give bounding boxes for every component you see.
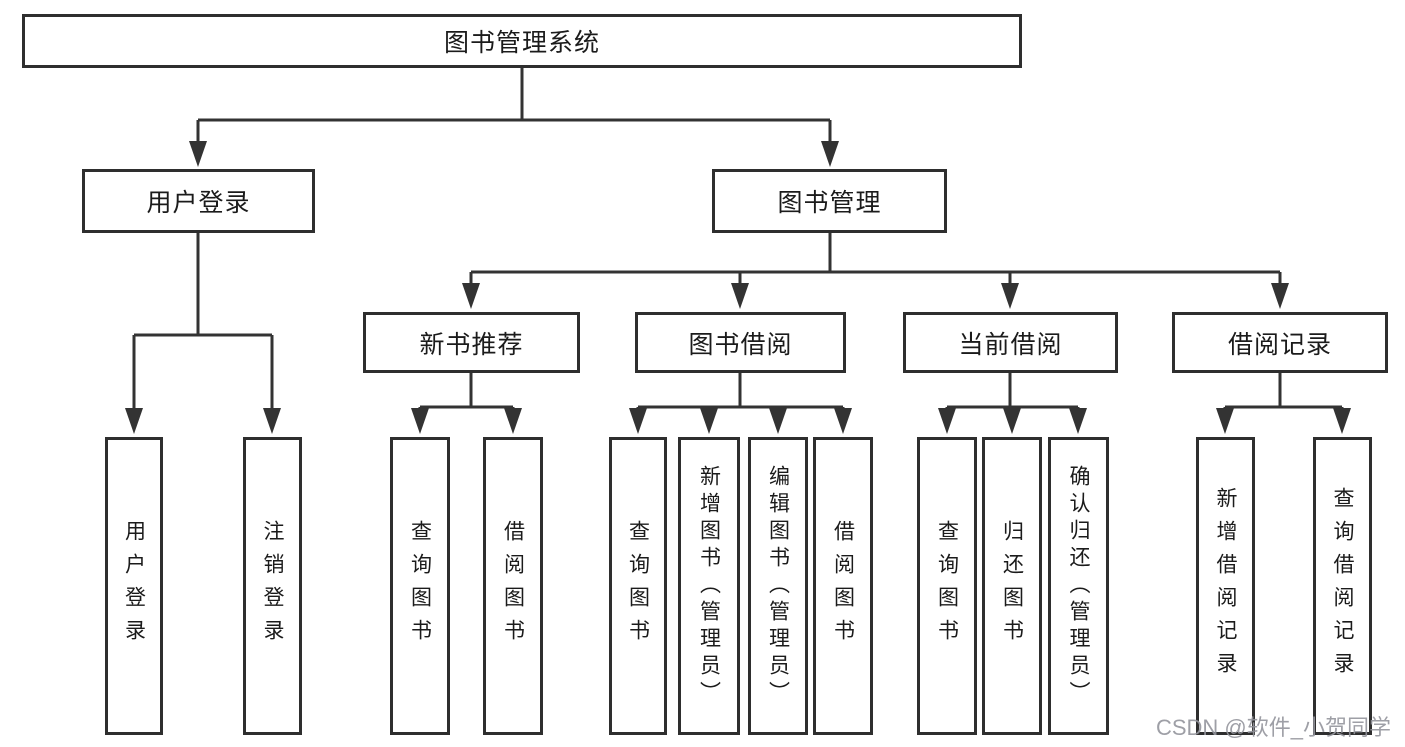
leaf-add-book-admin: 新增图书（管理员） xyxy=(678,437,740,735)
node-user-login-label: 用户登录 xyxy=(146,189,251,217)
leaf-user-login-label: 用户登录 xyxy=(122,520,146,652)
leaf-query-borrow-record: 查询借阅记录 xyxy=(1313,437,1372,735)
leaf-edit-book-admin: 编辑图书（管理员） xyxy=(748,437,808,735)
leaf-query-books-borrow: 查询图书 xyxy=(609,437,667,735)
leaf-edit-book-admin-label: 编辑图书（管理员） xyxy=(766,464,790,708)
node-book-management-label: 图书管理 xyxy=(777,189,882,217)
node-book-management: 图书管理 xyxy=(712,169,947,233)
leaf-borrow-books-borrow-label: 借阅图书 xyxy=(831,520,855,652)
node-book-borrow: 图书借阅 xyxy=(635,312,846,373)
leaf-borrow-books-recommend-label: 借阅图书 xyxy=(501,520,525,652)
node-borrow-records: 借阅记录 xyxy=(1172,312,1388,373)
leaf-add-borrow-record: 新增借阅记录 xyxy=(1196,437,1255,735)
node-root-label: 图书管理系统 xyxy=(443,29,600,57)
leaf-query-books-current-label: 查询图书 xyxy=(935,520,959,652)
leaf-query-books-recommend: 查询图书 xyxy=(390,437,450,735)
node-current-borrow-label: 当前借阅 xyxy=(958,330,1063,359)
leaf-add-borrow-record-label: 新增借阅记录 xyxy=(1214,487,1237,685)
leaf-confirm-return-admin: 确认归还（管理员） xyxy=(1048,437,1109,735)
leaf-borrow-books-borrow: 借阅图书 xyxy=(813,437,873,735)
leaf-query-borrow-record-label: 查询借阅记录 xyxy=(1331,487,1354,685)
leaf-add-book-admin-label: 新增图书（管理员） xyxy=(697,464,721,708)
leaf-return-books-label: 归还图书 xyxy=(1000,520,1024,652)
leaf-borrow-books-recommend: 借阅图书 xyxy=(483,437,543,735)
node-new-book-recommend-label: 新书推荐 xyxy=(419,330,524,359)
leaf-query-books-recommend-label: 查询图书 xyxy=(408,520,432,652)
node-new-book-recommend: 新书推荐 xyxy=(363,312,580,373)
node-borrow-records-label: 借阅记录 xyxy=(1227,330,1332,359)
leaf-logout: 注销登录 xyxy=(243,437,302,735)
arrowheads xyxy=(125,141,1351,434)
leaf-user-login: 用户登录 xyxy=(105,437,163,735)
leaf-logout-label: 注销登录 xyxy=(261,520,284,652)
leaf-query-books-borrow-label: 查询图书 xyxy=(626,520,650,652)
leaf-query-books-current: 查询图书 xyxy=(917,437,977,735)
node-user-login: 用户登录 xyxy=(82,169,315,233)
leaf-return-books: 归还图书 xyxy=(982,437,1042,735)
node-root: 图书管理系统 xyxy=(22,14,1022,68)
node-current-borrow: 当前借阅 xyxy=(903,312,1118,373)
leaf-confirm-return-admin-label: 确认归还（管理员） xyxy=(1067,464,1090,708)
node-book-borrow-label: 图书借阅 xyxy=(688,330,793,359)
